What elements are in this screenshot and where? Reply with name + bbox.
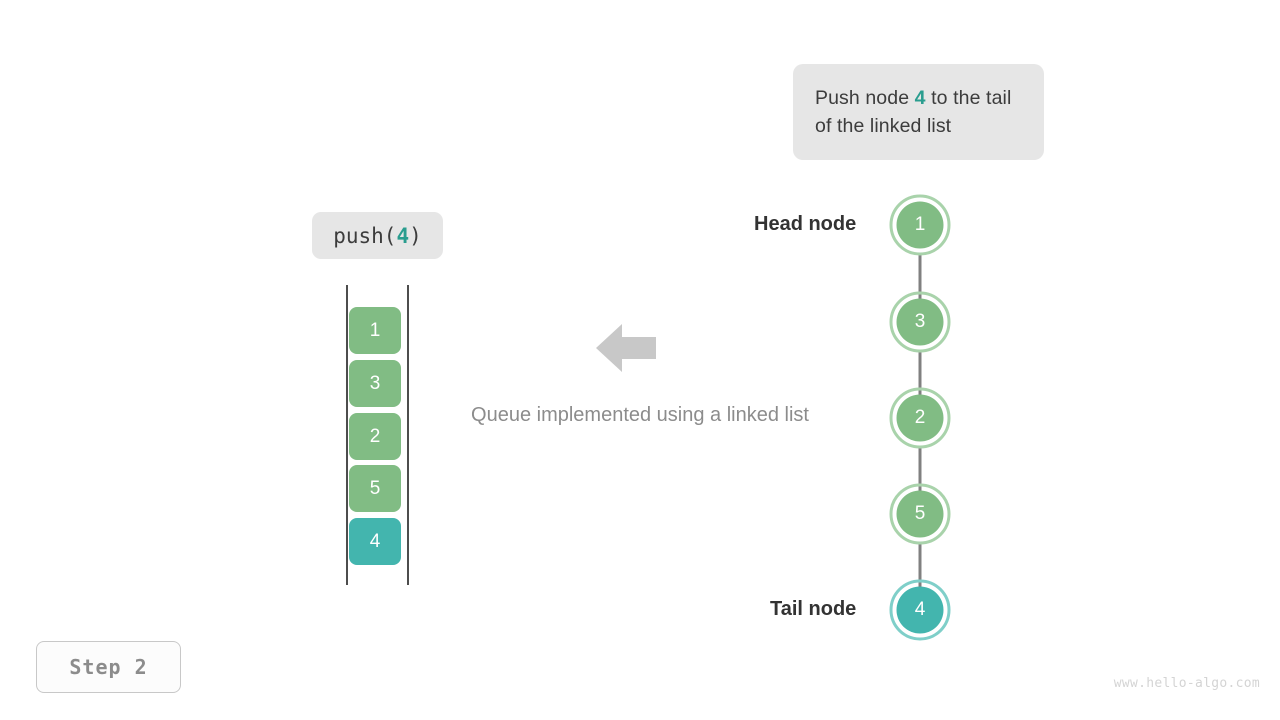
linked-list-node-value: 3 [914, 311, 926, 332]
left-arrow-icon [596, 324, 656, 372]
watermark: www.hello-algo.com [1113, 676, 1260, 691]
queue-item: 3 [349, 360, 401, 407]
linked-list-node [889, 483, 951, 545]
operation-chip: push(4) [312, 212, 443, 259]
description-prefix: Push node [815, 87, 915, 109]
queue-item: 2 [349, 413, 401, 460]
linked-list-node [889, 194, 951, 256]
diagram-caption: Queue implemented using a linked list [471, 404, 809, 426]
operation-name: push( [333, 223, 397, 248]
queue-item-value: 4 [369, 530, 381, 552]
operation-close-paren: ) [409, 223, 422, 248]
queue-item-value: 3 [369, 372, 381, 394]
queue-item: 5 [349, 465, 401, 512]
description-highlight-value: 4 [914, 87, 926, 109]
description-box: Push node 4 to the tail of the linked li… [793, 64, 1044, 160]
queue-rail-left [346, 285, 348, 585]
description-suffix: to the tail of the linked list [815, 87, 1012, 137]
queue-item-value: 5 [369, 477, 381, 499]
queue-rail-right [407, 285, 409, 585]
queue-item-value: 1 [369, 319, 381, 341]
operation-argument: 4 [396, 223, 410, 248]
queue-item: 1 [349, 307, 401, 354]
queue-item-value: 2 [369, 425, 381, 447]
description-text: Push node 4 to the tail of the linked li… [815, 84, 1022, 140]
linked-list-node [889, 579, 951, 641]
linked-list-node-value: 1 [914, 214, 926, 235]
linked-list-node [889, 387, 951, 449]
linked-list-node [889, 291, 951, 353]
queue-item: 4 [349, 518, 401, 565]
linked-list-node-value: 5 [914, 503, 926, 524]
step-badge: Step 2 [36, 641, 181, 693]
head-node-label: Head node [754, 213, 857, 235]
linked-list-graphic [889, 194, 951, 641]
linked-list-node-value: 4 [914, 599, 926, 620]
linked-list-node-value: 2 [914, 407, 926, 428]
tail-node-label: Tail node [770, 598, 857, 620]
